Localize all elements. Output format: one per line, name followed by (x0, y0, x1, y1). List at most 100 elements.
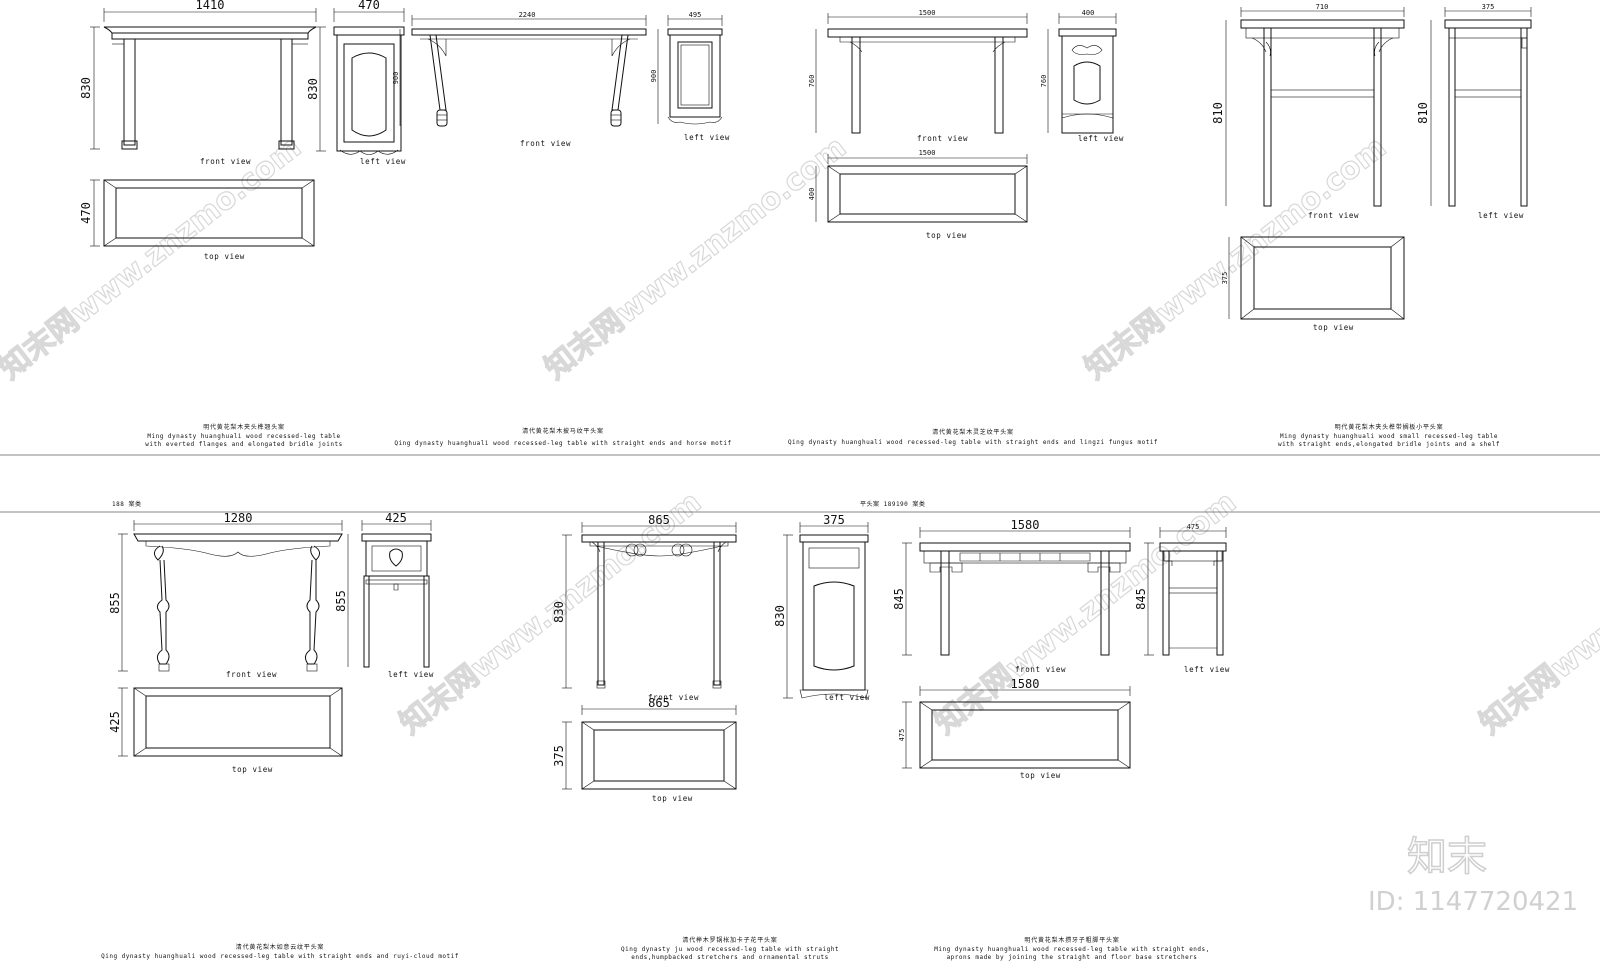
front-view-label: front view (226, 670, 277, 679)
dim-depth: 375 (1221, 272, 1229, 285)
caption-cn: 清代黄花梨木披马纹平头案 (522, 427, 604, 435)
separator-left-text: 188 案类 (112, 500, 141, 508)
left-view-label: left view (1478, 211, 1524, 220)
table-2-left-view: 495 900 left view (650, 11, 730, 142)
caption-cn: 清代黄花梨木如意云纹平头案 (236, 943, 324, 951)
table-5-top-view: 425 top view (108, 687, 343, 774)
caption-en: ends,humpbacked stretchers and ornamenta… (631, 954, 828, 961)
dim-height: 760 (1040, 75, 1048, 88)
table-3-drawings: 1500 760 front view 400 760 left view (788, 9, 1158, 446)
front-view-label: front view (917, 134, 968, 143)
dim-width: 1500 (919, 149, 936, 157)
separator-center-text: 平头案 189190 案类 (860, 500, 925, 508)
left-view-label: left view (360, 157, 406, 166)
table-3-front-view: 1500 760 front view (808, 9, 1028, 143)
dim-height: 830 (79, 77, 93, 99)
dim-depth: 425 (108, 711, 122, 733)
table-6-drawings: 865 830 front view 375 830 (552, 513, 870, 961)
table-6-left-view: 375 830 left view (773, 513, 870, 702)
dim-height: 810 (1416, 102, 1430, 124)
dim-height: 845 (1134, 588, 1148, 610)
caption-en: Qing dynasty huanghuali wood recessed-le… (394, 440, 731, 447)
dim-height: 810 (1211, 102, 1225, 124)
table-2-front-view: 2240 900 front view (392, 11, 647, 148)
dim-width: 1410 (196, 0, 225, 12)
caption-cn: 明代黄花梨木夹头榫带搁板小平头案 (1335, 423, 1444, 431)
table-3-left-view: 400 760 left view (1040, 9, 1124, 143)
dim-depth: 400 (808, 188, 816, 201)
dim-width: 2240 (519, 11, 536, 19)
table-4-drawings: 710 810 front view 375 810 left view (1211, 3, 1532, 448)
caption-en: Ming dynasty huanghuali wood recessed-le… (147, 433, 340, 440)
dim-width: 375 (1482, 3, 1495, 11)
front-view-label: front view (648, 693, 699, 702)
caption-cn: 清代黄花梨木灵芝纹平头案 (932, 428, 1014, 436)
dim-width: 1580 (1011, 677, 1040, 691)
brand-logo-text: 知末 (1407, 834, 1487, 880)
dim-width: 1500 (919, 9, 936, 17)
dim-width: 495 (689, 11, 702, 19)
watermark-text: 知末网www.znzmo.com (0, 130, 308, 387)
table-7-front-view: 1580 845 front view (892, 518, 1131, 674)
left-view-label: left view (1184, 665, 1230, 674)
table-5-front-view: 1280 855 front view (108, 511, 343, 679)
dim-height: 900 (392, 72, 400, 85)
dim-width: 710 (1316, 3, 1329, 11)
dim-height: 855 (334, 590, 348, 612)
table-4-front-view: 710 810 front view (1211, 3, 1405, 220)
caption-en: Qing dynasty huanghuali wood recessed-le… (788, 439, 1158, 446)
dim-height: 760 (808, 75, 816, 88)
dim-height: 855 (108, 592, 122, 614)
dim-height: 845 (892, 588, 906, 610)
table-1-drawings: 1410 830 front view 470 830 left vie (79, 0, 406, 448)
dim-width: 475 (1187, 523, 1200, 531)
table-4-top-view: 375 top view (1221, 236, 1405, 332)
table-2-drawings: 2240 900 front view 495 900 (392, 11, 731, 447)
table-6-top-view: 865 375 top view (552, 696, 737, 803)
dim-width: 865 (648, 696, 670, 710)
top-view-label: top view (232, 765, 273, 774)
table-5-drawings: 1280 855 front view 425 855 (101, 511, 459, 960)
brand-watermark: 知末 ID: 1147720421 (1368, 833, 1578, 917)
caption-cn: 清代榉木罗锅枨加卡子花平头案 (682, 936, 777, 944)
front-view-label: front view (520, 139, 571, 148)
top-view-label: top view (926, 231, 967, 240)
table-6-front-view: 865 830 front view (552, 513, 737, 702)
dim-height: 830 (773, 605, 787, 627)
front-view-label: front view (1015, 665, 1066, 674)
left-view-label: left view (824, 693, 870, 702)
watermark-text: 知末网www.znzmo.com (1473, 485, 1600, 742)
dim-height: 830 (552, 601, 566, 623)
caption-en: Qing dynasty ju wood recessed-leg table … (621, 946, 839, 953)
dim-width: 470 (358, 0, 380, 12)
left-view-label: left view (388, 670, 434, 679)
table-3-top-view: 1500 400 top view (808, 149, 1028, 240)
watermark-text: 知末网www.znzmo.com (538, 130, 853, 387)
table-1-left-view: 470 830 left view (306, 0, 406, 166)
caption-en: Ming dynasty huanghuali wood small reces… (1280, 433, 1498, 440)
table-7-top-view: 1580 475 top view (898, 677, 1131, 780)
watermark-text: 知末网www.znzmo.com (1078, 130, 1393, 387)
caption-en: with everted flanges and elongated bridl… (145, 441, 342, 448)
table-1-front-view: 1410 830 front view (79, 0, 317, 166)
caption-en: Qing dynasty huanghuali wood recessed-le… (101, 953, 459, 960)
dim-height: 900 (650, 70, 658, 83)
left-view-label: left view (1078, 134, 1124, 143)
dim-depth: 470 (79, 202, 93, 224)
dim-width: 375 (823, 513, 845, 527)
front-view-label: front view (1308, 211, 1359, 220)
dim-width: 425 (385, 511, 407, 525)
dim-width: 1580 (1011, 518, 1040, 532)
top-view-label: top view (652, 794, 693, 803)
caption-cn: 明代黄花梨木夹头榫翘头案 (203, 423, 285, 431)
table-1-top-view: 470 top view (79, 179, 315, 261)
top-view-label: top view (1020, 771, 1061, 780)
table-4-left-view: 375 810 left view (1416, 3, 1532, 220)
dim-width: 865 (648, 513, 670, 527)
caption-cn: 明代黄花梨木攒牙子粗脚平头案 (1024, 936, 1119, 944)
dim-width: 400 (1082, 9, 1095, 17)
dim-width: 1280 (224, 511, 253, 525)
left-view-label: left view (684, 133, 730, 142)
brand-id-text: ID: 1147720421 (1368, 887, 1578, 917)
